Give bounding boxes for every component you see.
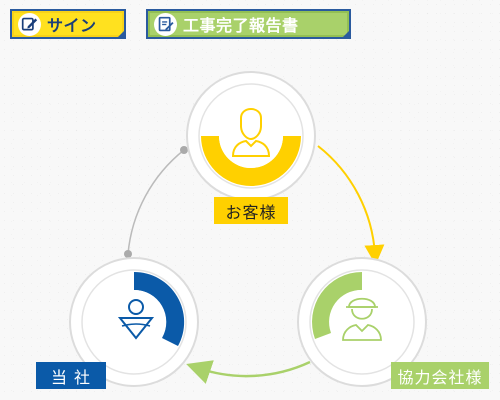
line-dot — [124, 250, 132, 258]
company-logo-icon — [117, 299, 155, 340]
label-partner: 協力会社様 — [391, 362, 489, 389]
label-own: 当 社 — [36, 362, 106, 389]
arrow-customer-to-partner — [317, 145, 385, 265]
document-edit-icon — [154, 12, 177, 36]
arrow-partner-to-own — [186, 360, 311, 384]
line-own-to-customer — [127, 149, 185, 255]
person-icon — [231, 108, 271, 157]
node-customer — [186, 71, 316, 201]
edit-pencil-icon — [18, 12, 41, 36]
node-partner — [297, 257, 427, 387]
report-tag[interactable]: 工事完了報告書 — [146, 9, 351, 39]
sign-label: サイン — [47, 16, 97, 35]
tag-corner — [116, 29, 126, 39]
report-label: 工事完了報告書 — [183, 16, 299, 35]
tag-corner — [341, 29, 351, 39]
hardhat-worker-icon — [342, 297, 382, 341]
sign-tag[interactable]: サイン — [10, 9, 126, 39]
label-customer: お客様 — [214, 197, 288, 224]
line-dot — [180, 146, 188, 154]
node-own — [69, 257, 199, 387]
